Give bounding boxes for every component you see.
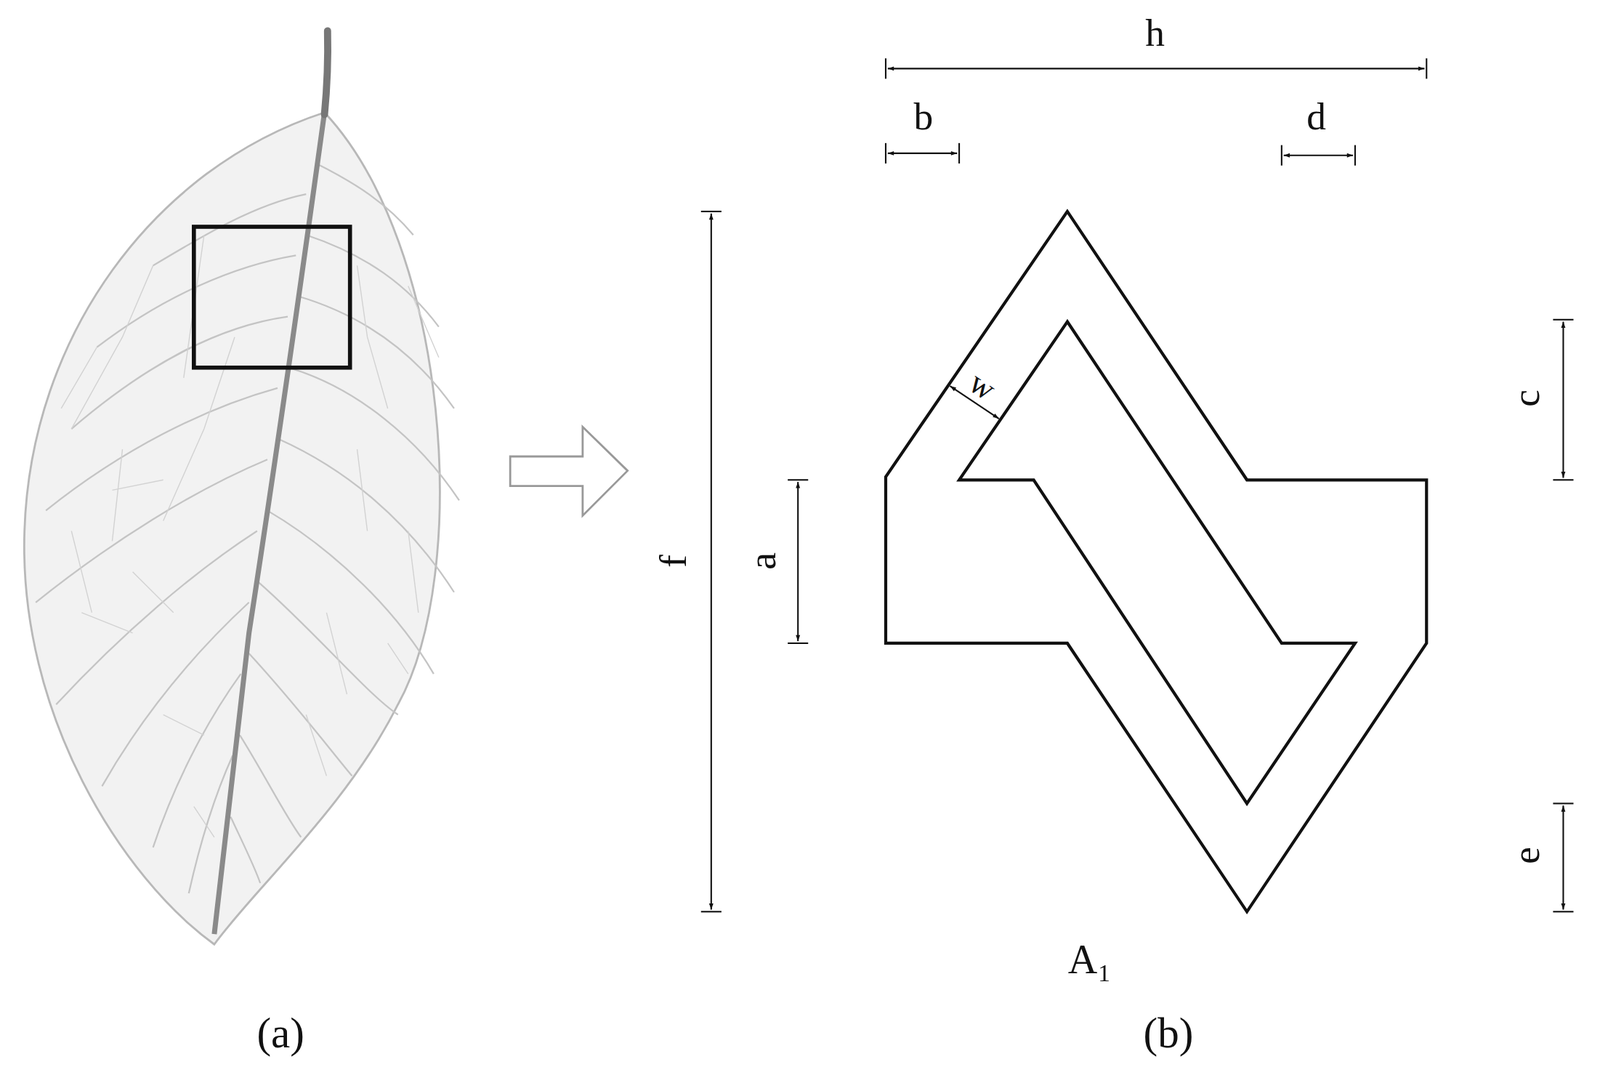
dimension-label: d bbox=[1306, 98, 1327, 137]
dimension-label: a bbox=[744, 552, 783, 571]
leaf-illustration bbox=[23, 30, 460, 944]
selection-box bbox=[194, 226, 351, 368]
part-name: A₁ bbox=[1068, 938, 1112, 980]
dimension-lines bbox=[701, 58, 1574, 912]
dimension-label: h bbox=[1145, 14, 1165, 54]
panel-label: (b) bbox=[1143, 1011, 1194, 1055]
dimension-label: b bbox=[914, 98, 934, 137]
dimension-label: w bbox=[963, 365, 1002, 406]
transition-arrow bbox=[510, 426, 628, 516]
dimension-label: e bbox=[1506, 846, 1546, 864]
dimension-label: c bbox=[1506, 389, 1546, 407]
dimension-label: f bbox=[653, 554, 693, 568]
panel-label: (a) bbox=[256, 1011, 304, 1055]
unit-cell-outline bbox=[885, 211, 1427, 912]
